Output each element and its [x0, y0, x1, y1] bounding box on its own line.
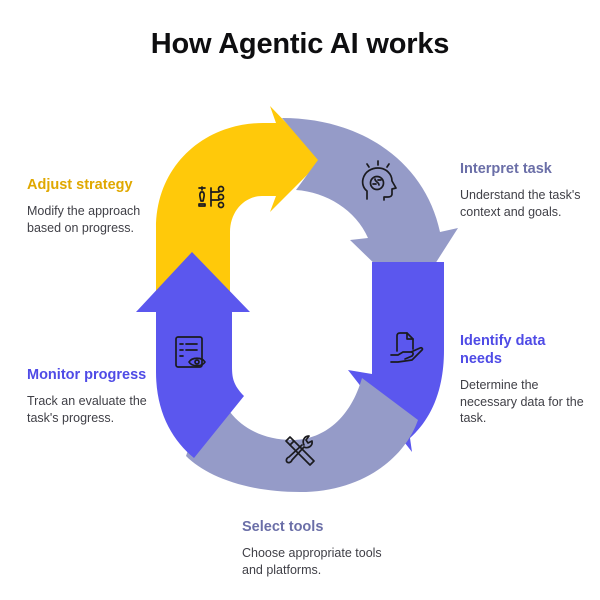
- arrow-interpret-task: [282, 118, 458, 300]
- step-identify-data-needs: Identify data needs Determine the necess…: [460, 332, 590, 427]
- step-heading: Adjust strategy: [27, 177, 133, 193]
- step-description: Choose appropriate tools and platforms.: [242, 546, 382, 577]
- step-monitor-progress: Monitor progress Track an evaluate the t…: [27, 366, 157, 426]
- step-description: Modify the approach based on progress.: [27, 204, 141, 235]
- arrow-adjust-strategy: [156, 106, 322, 292]
- step-description: Track an evaluate the task's progress.: [27, 394, 147, 425]
- step-heading: Monitor progress: [27, 367, 147, 383]
- page-title: How Agentic AI works: [150, 28, 450, 60]
- step-select-tools: Select tools Choose appropriate tools an…: [242, 518, 402, 578]
- arrow-monitor-progress: [136, 252, 250, 458]
- hand-document-icon: [390, 332, 424, 363]
- chess-strategy-icon: [198, 185, 225, 209]
- step-description: Understand the task's context and goals.: [460, 188, 581, 219]
- brain-head-icon: [361, 160, 397, 201]
- step-interpret-task: Interpret task Understand the task's con…: [460, 160, 590, 220]
- step-heading: Identify data needs: [460, 333, 546, 367]
- step-description: Determine the necessary data for the tas…: [460, 378, 584, 425]
- arrow-identify-data: [348, 262, 444, 452]
- step-heading: Select tools: [242, 519, 324, 535]
- wrench-screwdriver-icon: [285, 435, 315, 466]
- step-adjust-strategy: Adjust strategy Modify the approach base…: [27, 176, 177, 236]
- arrow-select-tools: [186, 378, 418, 492]
- checklist-eye-icon: [175, 336, 206, 368]
- step-heading: Interpret task: [460, 161, 552, 177]
